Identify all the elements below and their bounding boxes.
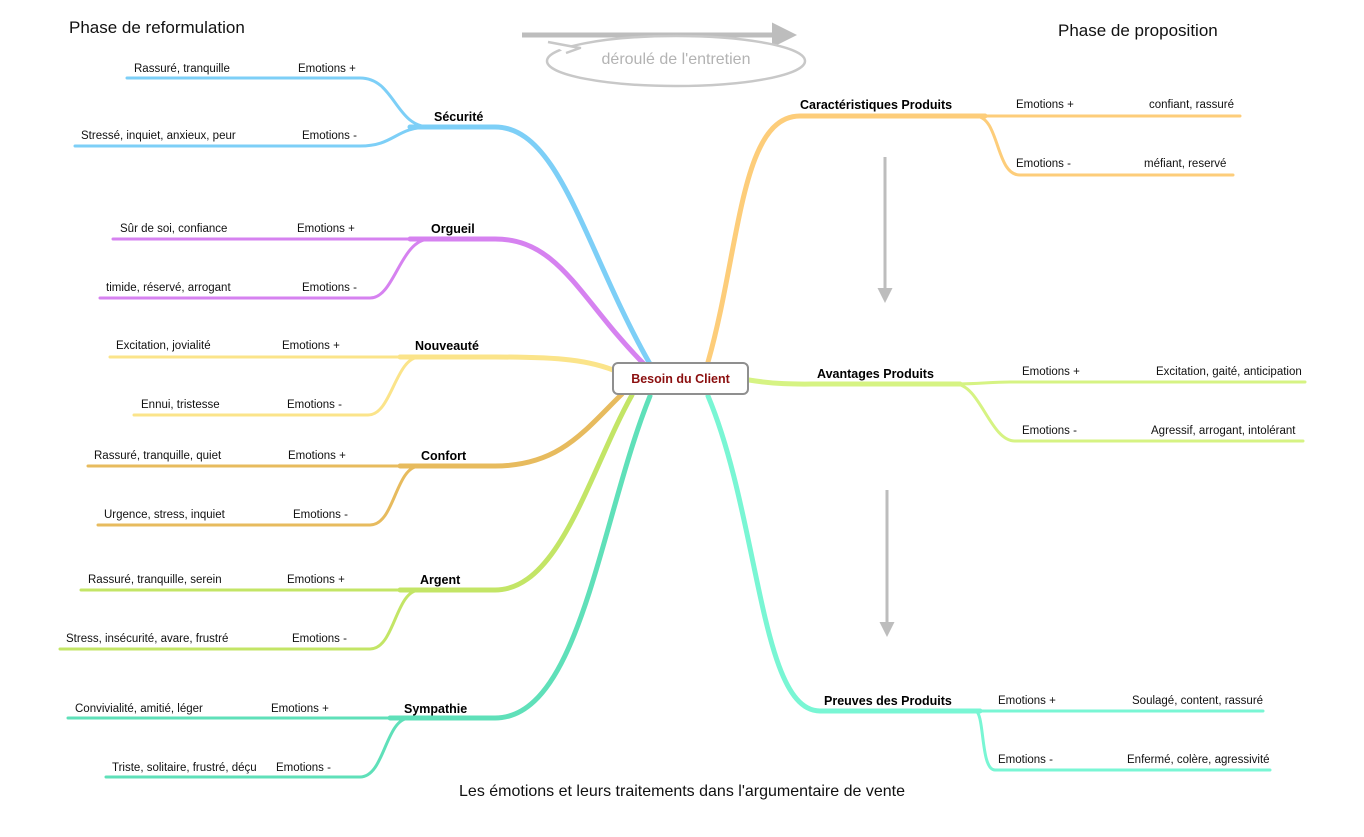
phase-left-title: Phase de reformulation bbox=[69, 18, 245, 37]
caracteristiques-plus-text: confiant, rassuré bbox=[1149, 99, 1235, 111]
nouveaute-minus-tag: Emotions - bbox=[287, 399, 342, 411]
connector-left-main-2 bbox=[397, 354, 621, 375]
orgueil-plus-text: Sûr de soi, confiance bbox=[120, 223, 228, 235]
connector-left-minus-3 bbox=[96, 464, 422, 527]
connector-left-minus-5 bbox=[104, 716, 412, 779]
connector-right-minus-0 bbox=[973, 114, 1235, 177]
connector-left-main-1 bbox=[407, 236, 647, 367]
orgueil-minus-text: timide, réservé, arrogant bbox=[106, 282, 231, 294]
argent-plus-tag: Emotions + bbox=[287, 574, 345, 586]
securite-plus-text: Rassuré, tranquille bbox=[134, 63, 230, 75]
branch-label-nouveaute[interactable]: Nouveauté bbox=[415, 339, 479, 353]
flow-bubble-tail bbox=[547, 40, 582, 55]
branch-label-avantages[interactable]: Avantages Produits bbox=[817, 367, 934, 381]
connector-left-main-0 bbox=[407, 124, 653, 367]
avantages-plus-text: Excitation, gaité, anticipation bbox=[1156, 366, 1302, 378]
nouveaute-minus-text: Ennui, tristesse bbox=[141, 399, 220, 411]
connector-right-main-1 bbox=[746, 377, 963, 387]
connector-right-plus-1 bbox=[953, 380, 1307, 386]
connector-right-main-2 bbox=[705, 393, 983, 714]
orgueil-minus-tag: Emotions - bbox=[302, 282, 357, 294]
connector-left-plus-0 bbox=[125, 76, 432, 129]
branch-label-sympathie[interactable]: Sympathie bbox=[404, 702, 468, 716]
orgueil-plus-tag: Emotions + bbox=[297, 223, 355, 235]
connector-left-main-5 bbox=[387, 393, 653, 721]
branch-label-securite[interactable]: Sécurité bbox=[434, 110, 484, 124]
argent-minus-tag: Emotions - bbox=[292, 633, 347, 645]
connector-left-minus-0 bbox=[73, 125, 432, 148]
confort-minus-tag: Emotions - bbox=[293, 509, 348, 521]
caracteristiques-minus-tag: Emotions - bbox=[1016, 158, 1071, 170]
connector-right-main-0 bbox=[705, 113, 988, 365]
argent-plus-text: Rassuré, tranquille, serein bbox=[88, 574, 222, 586]
securite-minus-text: Stressé, inquiet, anxieux, peur bbox=[81, 130, 236, 142]
connector-left-main-4 bbox=[397, 392, 635, 593]
securite-minus-tag: Emotions - bbox=[302, 130, 357, 142]
branch-label-confort[interactable]: Confort bbox=[421, 449, 467, 463]
footer-caption: Les émotions et leurs traitements dans l… bbox=[459, 783, 905, 800]
preuves-minus-tag: Emotions - bbox=[998, 754, 1053, 766]
preuves-plus-text: Soulagé, content, rassuré bbox=[1132, 695, 1264, 707]
flow-bubble bbox=[545, 34, 807, 88]
nouveaute-plus-text: Excitation, jovialité bbox=[116, 340, 211, 352]
nouveaute-plus-tag: Emotions + bbox=[282, 340, 340, 352]
phase-right-title: Phase de proposition bbox=[1058, 21, 1218, 40]
preuves-plus-tag: Emotions + bbox=[998, 695, 1056, 707]
sympathie-plus-text: Convivialité, amitié, léger bbox=[75, 703, 203, 715]
connector-left-minus-4 bbox=[58, 588, 422, 651]
sympathie-plus-tag: Emotions + bbox=[271, 703, 329, 715]
center-node-label: Besoin du Client bbox=[631, 371, 730, 386]
argent-minus-text: Stress, insécurité, avare, frustré bbox=[66, 633, 229, 645]
branch-label-argent[interactable]: Argent bbox=[420, 573, 461, 587]
sympathie-minus-tag: Emotions - bbox=[276, 762, 331, 774]
sympathie-minus-text: Triste, solitaire, frustré, déçu bbox=[112, 762, 257, 774]
flow-bubble-label: déroulé de l'entretien bbox=[601, 51, 751, 68]
avantages-minus-tag: Emotions - bbox=[1022, 425, 1077, 437]
connector-left-main-3 bbox=[397, 391, 625, 469]
connector-right-minus-1 bbox=[953, 382, 1305, 443]
branch-label-preuves[interactable]: Preuves des Produits bbox=[824, 694, 952, 708]
connector-left-minus-2 bbox=[132, 355, 422, 417]
connector-left-minus-1 bbox=[98, 237, 432, 300]
connector-right-minus-2 bbox=[973, 709, 1272, 772]
center-node[interactable]: Besoin du Client bbox=[612, 362, 749, 395]
securite-plus-tag: Emotions + bbox=[298, 63, 356, 75]
branch-label-orgueil[interactable]: Orgueil bbox=[431, 222, 475, 236]
avantages-minus-text: Agressif, arrogant, intolérant bbox=[1151, 425, 1296, 437]
caracteristiques-plus-tag: Emotions + bbox=[1016, 99, 1074, 111]
preuves-minus-text: Enfermé, colère, agressivité bbox=[1127, 754, 1270, 766]
confort-minus-text: Urgence, stress, inquiet bbox=[104, 509, 225, 521]
caracteristiques-minus-text: méfiant, reservé bbox=[1144, 158, 1227, 170]
branch-label-caracteristiques[interactable]: Caractéristiques Produits bbox=[800, 98, 953, 112]
confort-plus-tag: Emotions + bbox=[288, 450, 346, 462]
avantages-plus-tag: Emotions + bbox=[1022, 366, 1080, 378]
confort-plus-text: Rassuré, tranquille, quiet bbox=[94, 450, 222, 462]
